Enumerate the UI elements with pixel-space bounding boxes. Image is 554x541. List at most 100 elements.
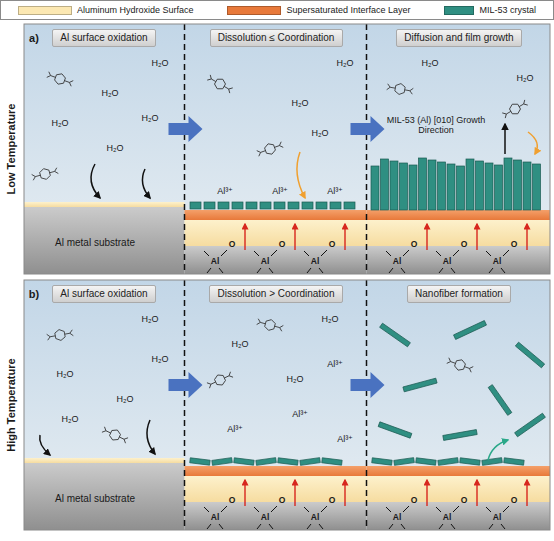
step-heading: Al surface oxidation: [52, 285, 156, 303]
water-label: H₂O: [287, 375, 304, 385]
mil53-crystal: [504, 158, 512, 210]
process-row: [24, 280, 550, 530]
carboxyl-group: [47, 333, 56, 340]
mil53-crystal: [466, 159, 474, 210]
carboxyl-group: [47, 72, 57, 80]
dissolution-arrow: [426, 224, 427, 250]
legend-text: Aluminum Hydroxide Surface: [77, 5, 194, 15]
bond-line: [389, 524, 393, 529]
mil53-crystal: [428, 160, 436, 210]
bond-line: [269, 268, 273, 273]
mil53-crystal: [274, 202, 285, 209]
mil53-crystal: [300, 458, 321, 466]
water-arrow: [142, 169, 150, 198]
legend-item: Supersaturated Interface Layer: [227, 5, 410, 15]
carboxyl-group: [118, 434, 128, 443]
water-label: H₂O: [117, 395, 134, 405]
oxygen-atom: O: [279, 240, 286, 249]
mil53-crystal: [260, 202, 271, 209]
diffusion-arrow: [297, 152, 305, 198]
water-label: H₂O: [337, 59, 354, 69]
bond-line: [489, 524, 493, 529]
oxygen-atom: O: [279, 496, 286, 505]
heading-text: Dissolution ≤ Coordination: [218, 32, 335, 44]
water-label: H₂O: [102, 89, 119, 99]
dissolution-arrow: [526, 224, 527, 250]
carboxyl-group: [49, 168, 58, 176]
oxygen-atom: O: [329, 496, 336, 505]
al-o-lattice: [204, 224, 345, 273]
mil53-crystal: [533, 164, 541, 210]
bond-line: [254, 507, 259, 512]
carboxyl-group: [387, 84, 396, 91]
aluminum-atom: Al: [211, 513, 220, 522]
benzene-ring: [394, 83, 405, 95]
row-frame: [24, 24, 550, 274]
terephthalic-acid-molecule: [256, 139, 284, 158]
carboxyl-group: [102, 427, 112, 436]
benzene-ring: [213, 77, 227, 91]
mil53-crystal: [232, 202, 243, 209]
carboxyl-group: [502, 109, 512, 118]
aluminum-atom: Al: [443, 513, 452, 522]
mil53-crystal: [438, 458, 459, 466]
oxygen-atom: O: [229, 240, 236, 249]
bond-line: [451, 524, 455, 529]
al-substrate: [185, 246, 367, 274]
mil53-crystal: [419, 158, 427, 210]
bond-line: [503, 250, 509, 256]
carboxyl-group: [257, 319, 266, 327]
aluminum-atom: Al: [261, 257, 270, 266]
bond-line: [304, 507, 309, 512]
supersaturated-layer: [367, 210, 551, 220]
dissolution-arrow: [294, 480, 295, 506]
bond-line: [386, 507, 391, 512]
water-label: H₂O: [152, 355, 169, 365]
hydroxide-layer: [185, 476, 367, 502]
mil53-crystal: [190, 458, 210, 465]
al-o-lattice: [386, 224, 527, 273]
mil53-nanofiber: [443, 430, 477, 441]
supersaturated-layer: [367, 466, 551, 476]
legend-swatch: [227, 6, 281, 15]
step-heading: Dissolution > Coordination: [209, 285, 343, 303]
mil53-crystal: [514, 160, 522, 210]
dissolution-arrow: [526, 480, 527, 506]
supersaturated-layer: [185, 210, 367, 220]
mil53-crystal: [234, 458, 254, 465]
al-ion-label: Al³⁺: [327, 360, 343, 370]
terephthalic-acid-molecule: [501, 98, 529, 121]
bond-line: [403, 506, 409, 512]
bond-line: [257, 524, 261, 529]
aluminum-atom: Al: [311, 513, 320, 522]
oxygen-atom: O: [411, 496, 418, 505]
bond-line: [221, 506, 227, 512]
linker-molecules: [31, 69, 529, 445]
bond-line: [503, 506, 509, 512]
row-frame: [24, 280, 550, 530]
bond-line: [453, 506, 459, 512]
aluminum-atom: Al: [393, 513, 402, 522]
mil53-crystal: [447, 164, 455, 210]
bond-line: [436, 507, 441, 512]
row-title: Low Temperature: [5, 104, 17, 195]
bond-line: [451, 268, 455, 273]
dissolution-arrow: [244, 480, 245, 506]
water-arrow: [91, 164, 100, 198]
carboxyl-group: [257, 148, 267, 156]
bond-line: [386, 251, 391, 256]
water-label: H₂O: [142, 315, 159, 325]
benzene-ring: [264, 318, 276, 331]
water-label: H₂O: [312, 129, 329, 139]
terephthalic-acid-molecule: [206, 73, 234, 96]
legend-swatch: [444, 6, 474, 15]
carboxyl-group: [518, 100, 528, 109]
hydroxide-layer: [367, 476, 551, 502]
step-arrow: [169, 116, 203, 142]
dissolution-arrow: [426, 480, 427, 506]
oxygen-atom: O: [511, 240, 518, 249]
carboxyl-group: [447, 358, 457, 366]
mil53-crystal: [390, 161, 398, 210]
panel-separator: [184, 280, 186, 530]
heading-text: Dissolution > Coordination: [217, 288, 334, 300]
